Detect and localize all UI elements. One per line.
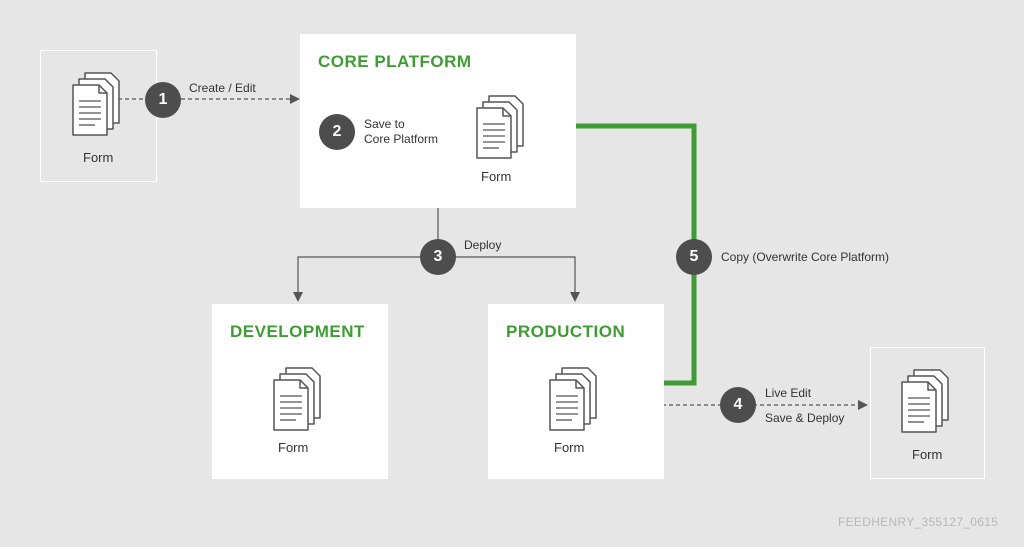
deploy-to-production-arrow — [438, 256, 580, 302]
production-title: PRODUCTION — [506, 322, 626, 341]
step-1-label: Create / Edit — [189, 81, 256, 95]
stacked-documents-icon — [71, 71, 131, 139]
deploy-to-development-arrow — [293, 256, 438, 302]
development-box: DEVELOPMENT Form — [212, 304, 388, 479]
source-form-box: Form — [40, 50, 157, 182]
step-5-badge: 5 — [676, 239, 712, 275]
form-label: Form — [278, 440, 309, 455]
step-4-badge: 4 — [720, 387, 756, 423]
stacked-documents-icon — [475, 94, 535, 162]
core-platform-title: CORE PLATFORM — [318, 52, 472, 71]
form-label: Form — [554, 440, 585, 455]
step-2-badge: 2 — [319, 114, 355, 150]
step-4-label-line2: Save & Deploy — [765, 411, 845, 425]
stacked-documents-icon — [272, 366, 332, 434]
form-label: Form — [83, 150, 114, 165]
step-3-label: Deploy — [464, 238, 502, 252]
step-5-label: Copy (Overwrite Core Platform) — [721, 250, 890, 264]
form-label: Form — [481, 169, 512, 184]
live-form-box: Form — [870, 347, 985, 479]
step-2-label-line1: Save to — [364, 117, 405, 131]
image-credit: FEEDHENRY_355127_0615 — [838, 515, 999, 529]
step-4-label-line1: Live Edit — [765, 386, 812, 400]
stacked-documents-icon — [900, 368, 960, 436]
form-label: Form — [912, 447, 943, 462]
stacked-documents-icon — [548, 366, 608, 434]
step-2-label-line2: Core Platform — [364, 132, 439, 146]
production-box: PRODUCTION Form — [488, 304, 664, 479]
step-1-badge: 1 — [145, 82, 181, 118]
step-3-badge: 3 — [420, 239, 456, 275]
development-title: DEVELOPMENT — [230, 322, 365, 341]
